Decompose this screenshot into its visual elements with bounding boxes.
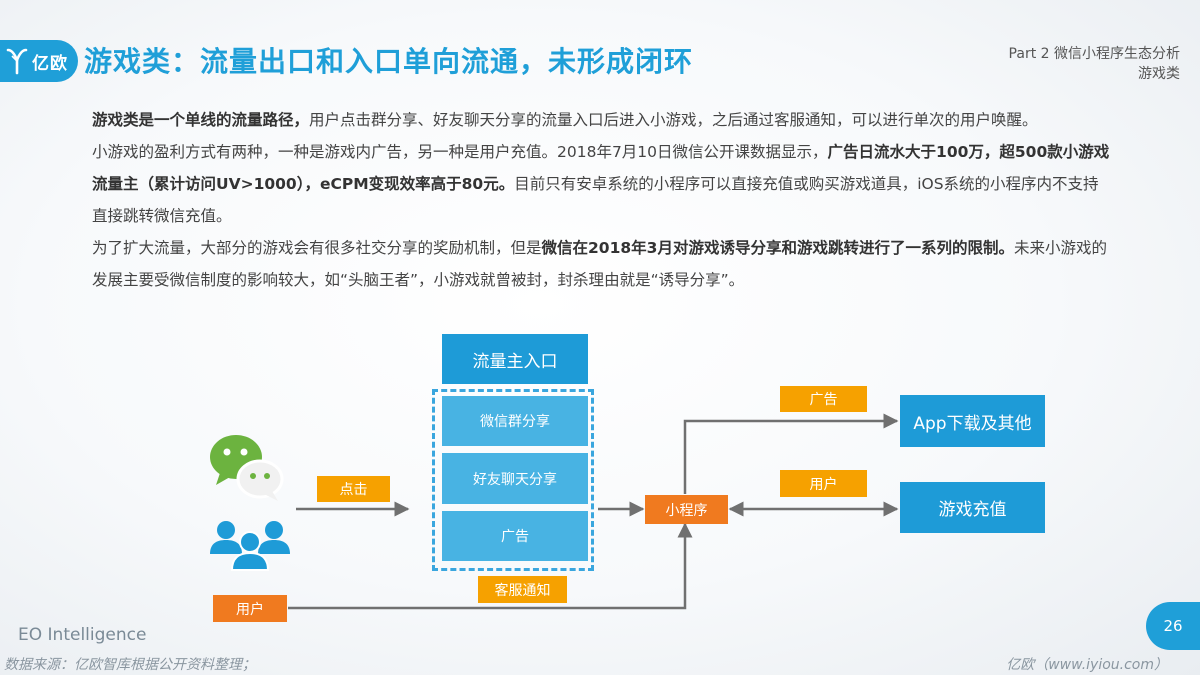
output-game-recharge-text: 游戏充值 [938,500,1007,520]
entry-item-ad: 广告 [442,511,588,561]
service-notice-text: 客服通知 [494,582,551,599]
entry-item-group-share-text: 微信群分享 [480,414,550,430]
mini-program-node: 小程序 [645,495,728,524]
paragraph-2-text-b: 目前只有安卓系统的小程序可以直接充值或购买游戏道具，iOS系统的小程序内不支持直… [92,175,1099,225]
click-label-text: 点击 [339,482,368,498]
footer-brand: EO Intelligence [18,625,147,645]
paragraph-2: 小游戏的盈利方式有两种，一种是游戏内广告，另一种是用户充值。2018年7月10日… [92,136,1112,232]
section-label: Part 2 微信小程序生态分析 游戏类 [1009,44,1180,84]
entry-header: 流量主入口 [442,334,588,384]
paragraph-1-text: 用户点击群分享、好友聊天分享的流量入口后进入小游戏，之后通过客服通知，可以进行单… [309,111,1038,129]
page-number: 26 [1146,602,1200,650]
user-label-right-text: 用户 [809,476,838,493]
paragraph-2-bold: 广告日流水大于100万，超500款小游戏流量主（累计访问UV>1000），eCP… [92,143,1110,193]
entry-item-group-share: 微信群分享 [442,396,588,446]
section-label-part: Part 2 微信小程序生态分析 [1008,46,1180,62]
paragraph-3-bold: 微信在2018年3月对游戏诱导分享和游戏跳转进行了一系列的限制。 [541,239,1014,257]
user-label-right: 用户 [780,470,867,497]
page-title: 游戏类：流量出口和入口单向流通，未形成闭环 [84,45,694,78]
paragraph-3-text-a: 为了扩大流量，大部分的游戏会有很多社交分享的奖励机制，但是 [92,239,542,257]
section-label-topic: 游戏类 [1138,66,1180,82]
body-text: 游戏类是一个单线的流量路径，用户点击群分享、好友聊天分享的流量入口后进入小游戏，… [92,104,1112,296]
entry-item-friend-share: 好友聊天分享 [442,453,588,504]
output-app-download-text: App下载及其他 [913,413,1032,434]
entry-group-frame [432,389,594,571]
service-notice-label: 客服通知 [478,576,567,603]
click-label: 点击 [317,476,390,502]
output-app-download: App下载及其他 [900,395,1045,447]
logo-text: 亿欧 [32,53,68,74]
paragraph-3-text-b: 未来小游戏的发展主要受微信制度的影响较大，如“头脑王者”，小游戏就曾被封，封杀理… [92,239,1107,289]
output-game-recharge: 游戏充值 [900,482,1045,533]
site-credit: 亿欧（www.iyiou.com） [1006,657,1168,673]
paragraph-3: 为了扩大流量，大部分的游戏会有很多社交分享的奖励机制，但是微信在2018年3月对… [92,232,1112,296]
entry-item-ad-text: 广告 [501,529,529,545]
entry-header-text: 流量主入口 [472,351,558,372]
ad-label: 广告 [780,386,867,412]
paragraph-1-bold: 游戏类是一个单线的流量路径， [92,111,310,129]
paragraph-2-text-a: 小游戏的盈利方式有两种，一种是游戏内广告，另一种是用户充值。2018年7月10日… [92,143,828,161]
paragraph-1: 游戏类是一个单线的流量路径，用户点击群分享、好友聊天分享的流量入口后进入小游戏，… [92,104,1112,136]
user-label-left: 用户 [213,595,287,622]
entry-item-friend-share-text: 好友聊天分享 [473,471,557,488]
data-source: 数据来源：亿欧智库根据公开资料整理； [4,657,256,673]
user-label-left-text: 用户 [236,601,264,618]
logo: 亿欧 [0,40,78,82]
wechat-icon [210,435,284,501]
yiou-logo-icon [6,48,28,75]
users-icon [210,521,290,571]
ad-label-text: 广告 [809,392,838,408]
mini-program-text: 小程序 [665,502,708,519]
